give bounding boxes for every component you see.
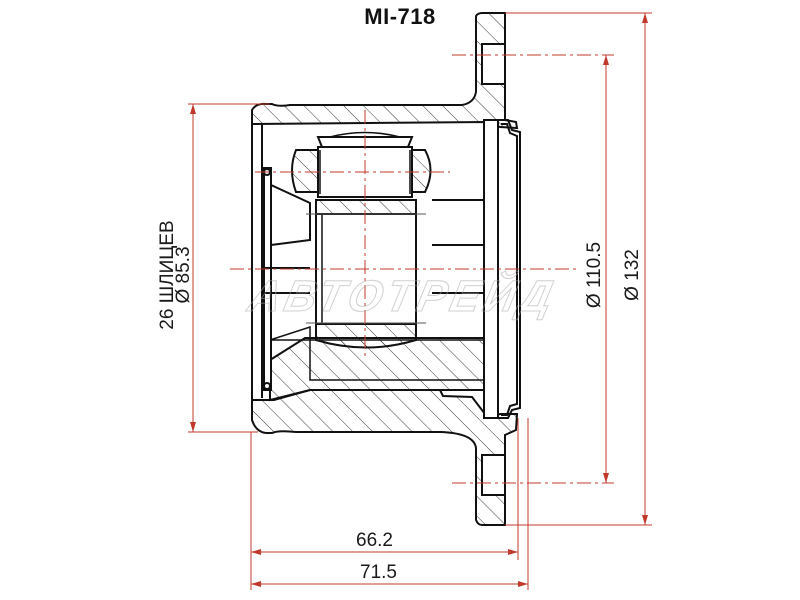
bolt-circle-diameter-label: Ø 110.5 (584, 241, 605, 309)
housing-lower-wall (251, 389, 519, 526)
tripod-trunnion (306, 199, 426, 349)
center-lines (230, 54, 614, 484)
dimension-lines (188, 12, 652, 590)
tripod-roller-upper (291, 131, 432, 198)
inner-length-label: 66.2 (356, 530, 393, 551)
part-number-title: MI-718 (364, 4, 436, 29)
housing-upper-wall (251, 12, 519, 130)
inner-diameter-label: Ø 85.3 (173, 246, 194, 304)
outer-diameter-label: Ø 132 (622, 249, 643, 301)
housing-left-face (251, 110, 311, 420)
total-length-label: 71.5 (360, 562, 397, 583)
